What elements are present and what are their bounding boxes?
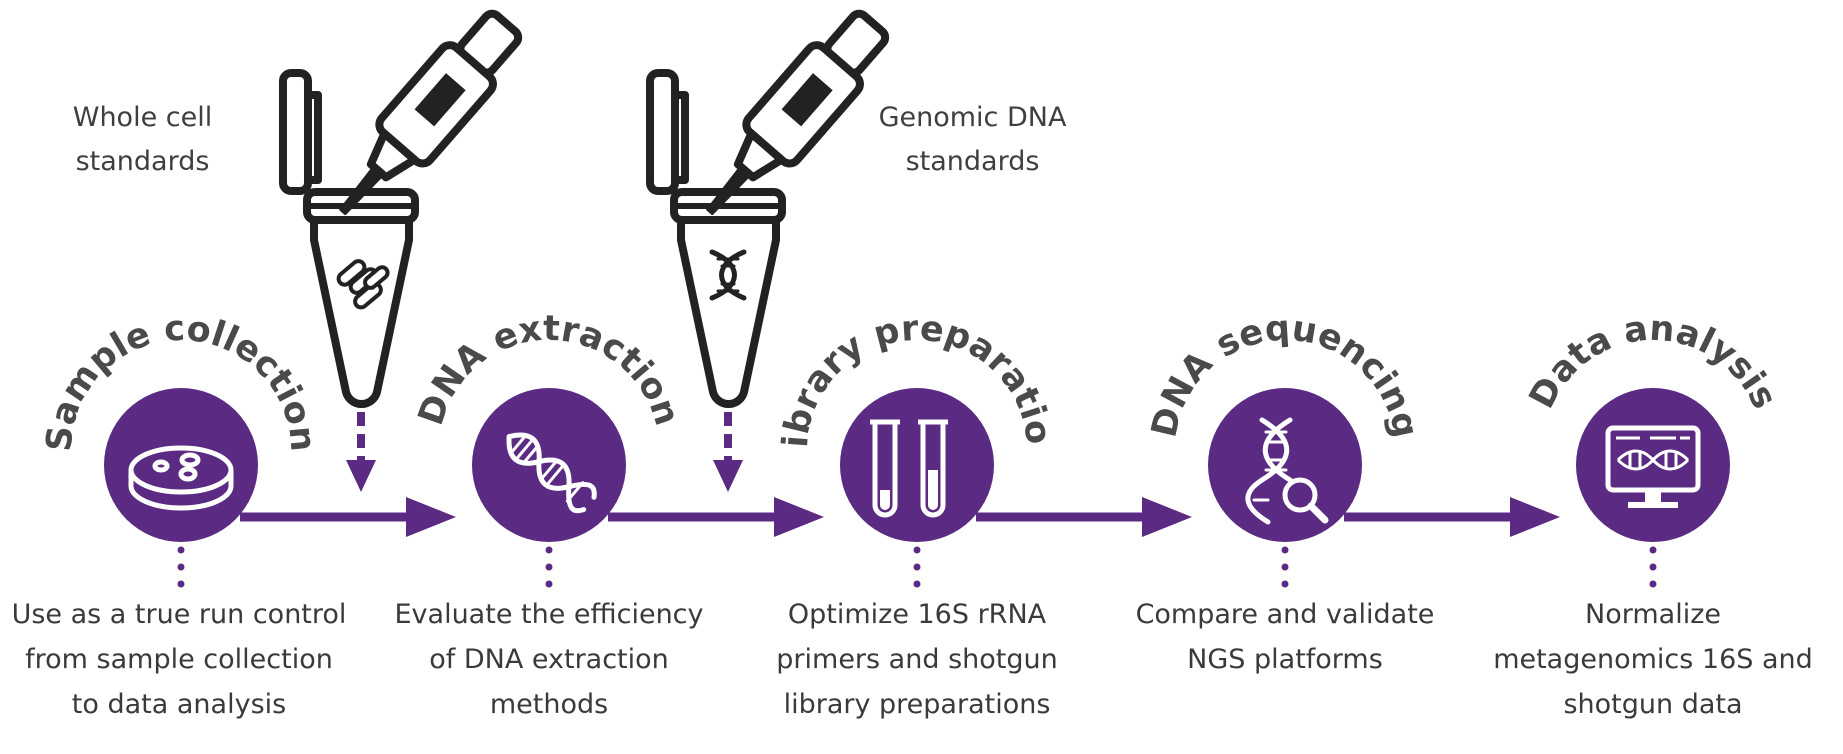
step-circle-sample-collection (104, 388, 258, 542)
dotted-connector (1281, 546, 1289, 588)
dna-helix-icon (506, 432, 597, 514)
test-tubes-icon (870, 419, 948, 518)
dotted-connector (1649, 546, 1657, 588)
dna-magnifier-icon (1245, 417, 1329, 525)
step-circle-data-analysis (1576, 388, 1730, 542)
step-circle-dna-extraction (472, 388, 626, 542)
pipette-icon (339, 9, 523, 215)
dotted-connector (545, 546, 553, 588)
flow-arrow (240, 497, 456, 537)
flow-arrow (1344, 497, 1560, 537)
dotted-connectors (177, 546, 1657, 588)
step-circle-library-preparation (840, 388, 994, 542)
bacteria-icon (336, 259, 390, 310)
step-titles: Sample collection DNA extraction Library… (0, 0, 1784, 453)
dashed-arrow (346, 412, 376, 492)
dotted-connector (913, 546, 921, 588)
whole-cell-standards-label: Whole cell standards (72, 102, 213, 177)
pipette-icon (706, 9, 890, 215)
flow-arrow (608, 497, 824, 537)
flow-arrows (240, 497, 1560, 537)
dna-icon (709, 249, 747, 301)
monitor-dna-icon (1605, 425, 1701, 508)
step-description-sample-collection: Use as a true run control from sample co… (11, 599, 347, 720)
dotted-connector (177, 546, 185, 588)
step-description-library-preparation: Optimize 16S rRNA primers and shotgun li… (776, 599, 1058, 720)
pipette-tube-whole-cell (279, 9, 523, 408)
dashed-arrow (713, 412, 743, 492)
petri-dish-icon (128, 445, 234, 511)
flow-arrow (976, 497, 1192, 537)
genomic-dna-standards-label: Genomic DNA standards (878, 102, 1067, 177)
step-title: Library preparation (0, 0, 1058, 449)
step-description-data-analysis: Normalize metagenomics 16S and shotgun d… (1493, 599, 1813, 720)
tube-dashed-arrows (346, 412, 743, 492)
step-circle-dna-sequencing (1208, 388, 1362, 542)
pipette-tube-genomic-dna (646, 9, 890, 408)
step-description-dna-sequencing: Compare and validate NGS platforms (1135, 599, 1435, 675)
step-description-dna-extraction: Evaluate the efficiency of DNA extractio… (394, 599, 704, 720)
tube-icon (646, 69, 786, 408)
